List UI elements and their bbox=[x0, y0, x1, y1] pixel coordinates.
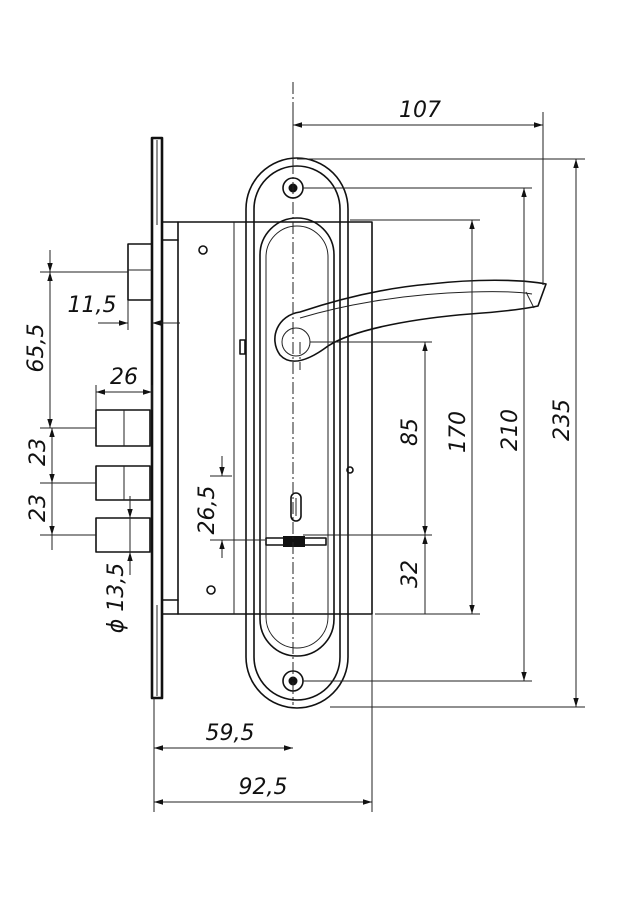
deadbolt-2 bbox=[95, 465, 151, 501]
escutcheon-plate bbox=[245, 157, 349, 709]
lever-spindle-center bbox=[281, 327, 311, 357]
dim-170: 170 bbox=[446, 220, 475, 614]
dim-235-label: 235 bbox=[550, 399, 575, 441]
dim-26-5-label: 26,5 bbox=[195, 486, 220, 535]
dim-32: 32 bbox=[398, 535, 428, 614]
deadbolt-3 bbox=[95, 517, 151, 553]
dim-107: 107 bbox=[292, 98, 544, 285]
dim-59-5: 59,5 bbox=[153, 698, 293, 812]
dim-11-5: 11,5 bbox=[68, 293, 180, 330]
dim-210-label: 210 bbox=[498, 409, 523, 451]
lever-handle bbox=[274, 279, 547, 362]
dim-26: 26 bbox=[95, 365, 153, 410]
case-screw-top bbox=[198, 245, 208, 255]
dim-26-5: 26,5 bbox=[195, 456, 265, 558]
dim-23-b-label: 23 bbox=[26, 494, 51, 522]
case-screw-right bbox=[346, 466, 354, 474]
faceplate bbox=[150, 136, 164, 700]
deadbolts bbox=[95, 409, 151, 553]
dim-85-label: 85 bbox=[398, 418, 423, 446]
dim-11-5-label: 11,5 bbox=[68, 293, 117, 318]
dim-85: 85 bbox=[398, 342, 428, 535]
dim-65-5: 65,5 bbox=[24, 250, 128, 429]
dim-235: 235 bbox=[550, 159, 579, 707]
dim-65-5-label: 65,5 bbox=[24, 324, 49, 373]
thumb-turn bbox=[265, 536, 327, 547]
dim-210: 210 bbox=[498, 188, 527, 681]
dim-92-5: 92,5 bbox=[154, 614, 373, 812]
dim-23-a-label: 23 bbox=[26, 438, 51, 466]
dim-107-label: 107 bbox=[399, 98, 441, 123]
dim-23-pair: 23 23 bbox=[26, 428, 96, 550]
dim-diameter-13-5: ϕ 13,5 bbox=[104, 496, 133, 634]
dim-59-5-label: 59,5 bbox=[206, 721, 255, 746]
latch-bolt bbox=[127, 243, 153, 301]
dim-13-5-label: ϕ 13,5 bbox=[104, 563, 129, 634]
deadbolt-1 bbox=[95, 409, 151, 447]
dim-32-label: 32 bbox=[398, 560, 423, 588]
case-screw-bottom bbox=[206, 585, 216, 595]
keyhole bbox=[290, 492, 302, 522]
lock-case bbox=[161, 221, 373, 615]
dim-92-5-label: 92,5 bbox=[239, 775, 288, 800]
dim-170-label: 170 bbox=[446, 411, 471, 453]
dim-26-label: 26 bbox=[110, 365, 138, 390]
